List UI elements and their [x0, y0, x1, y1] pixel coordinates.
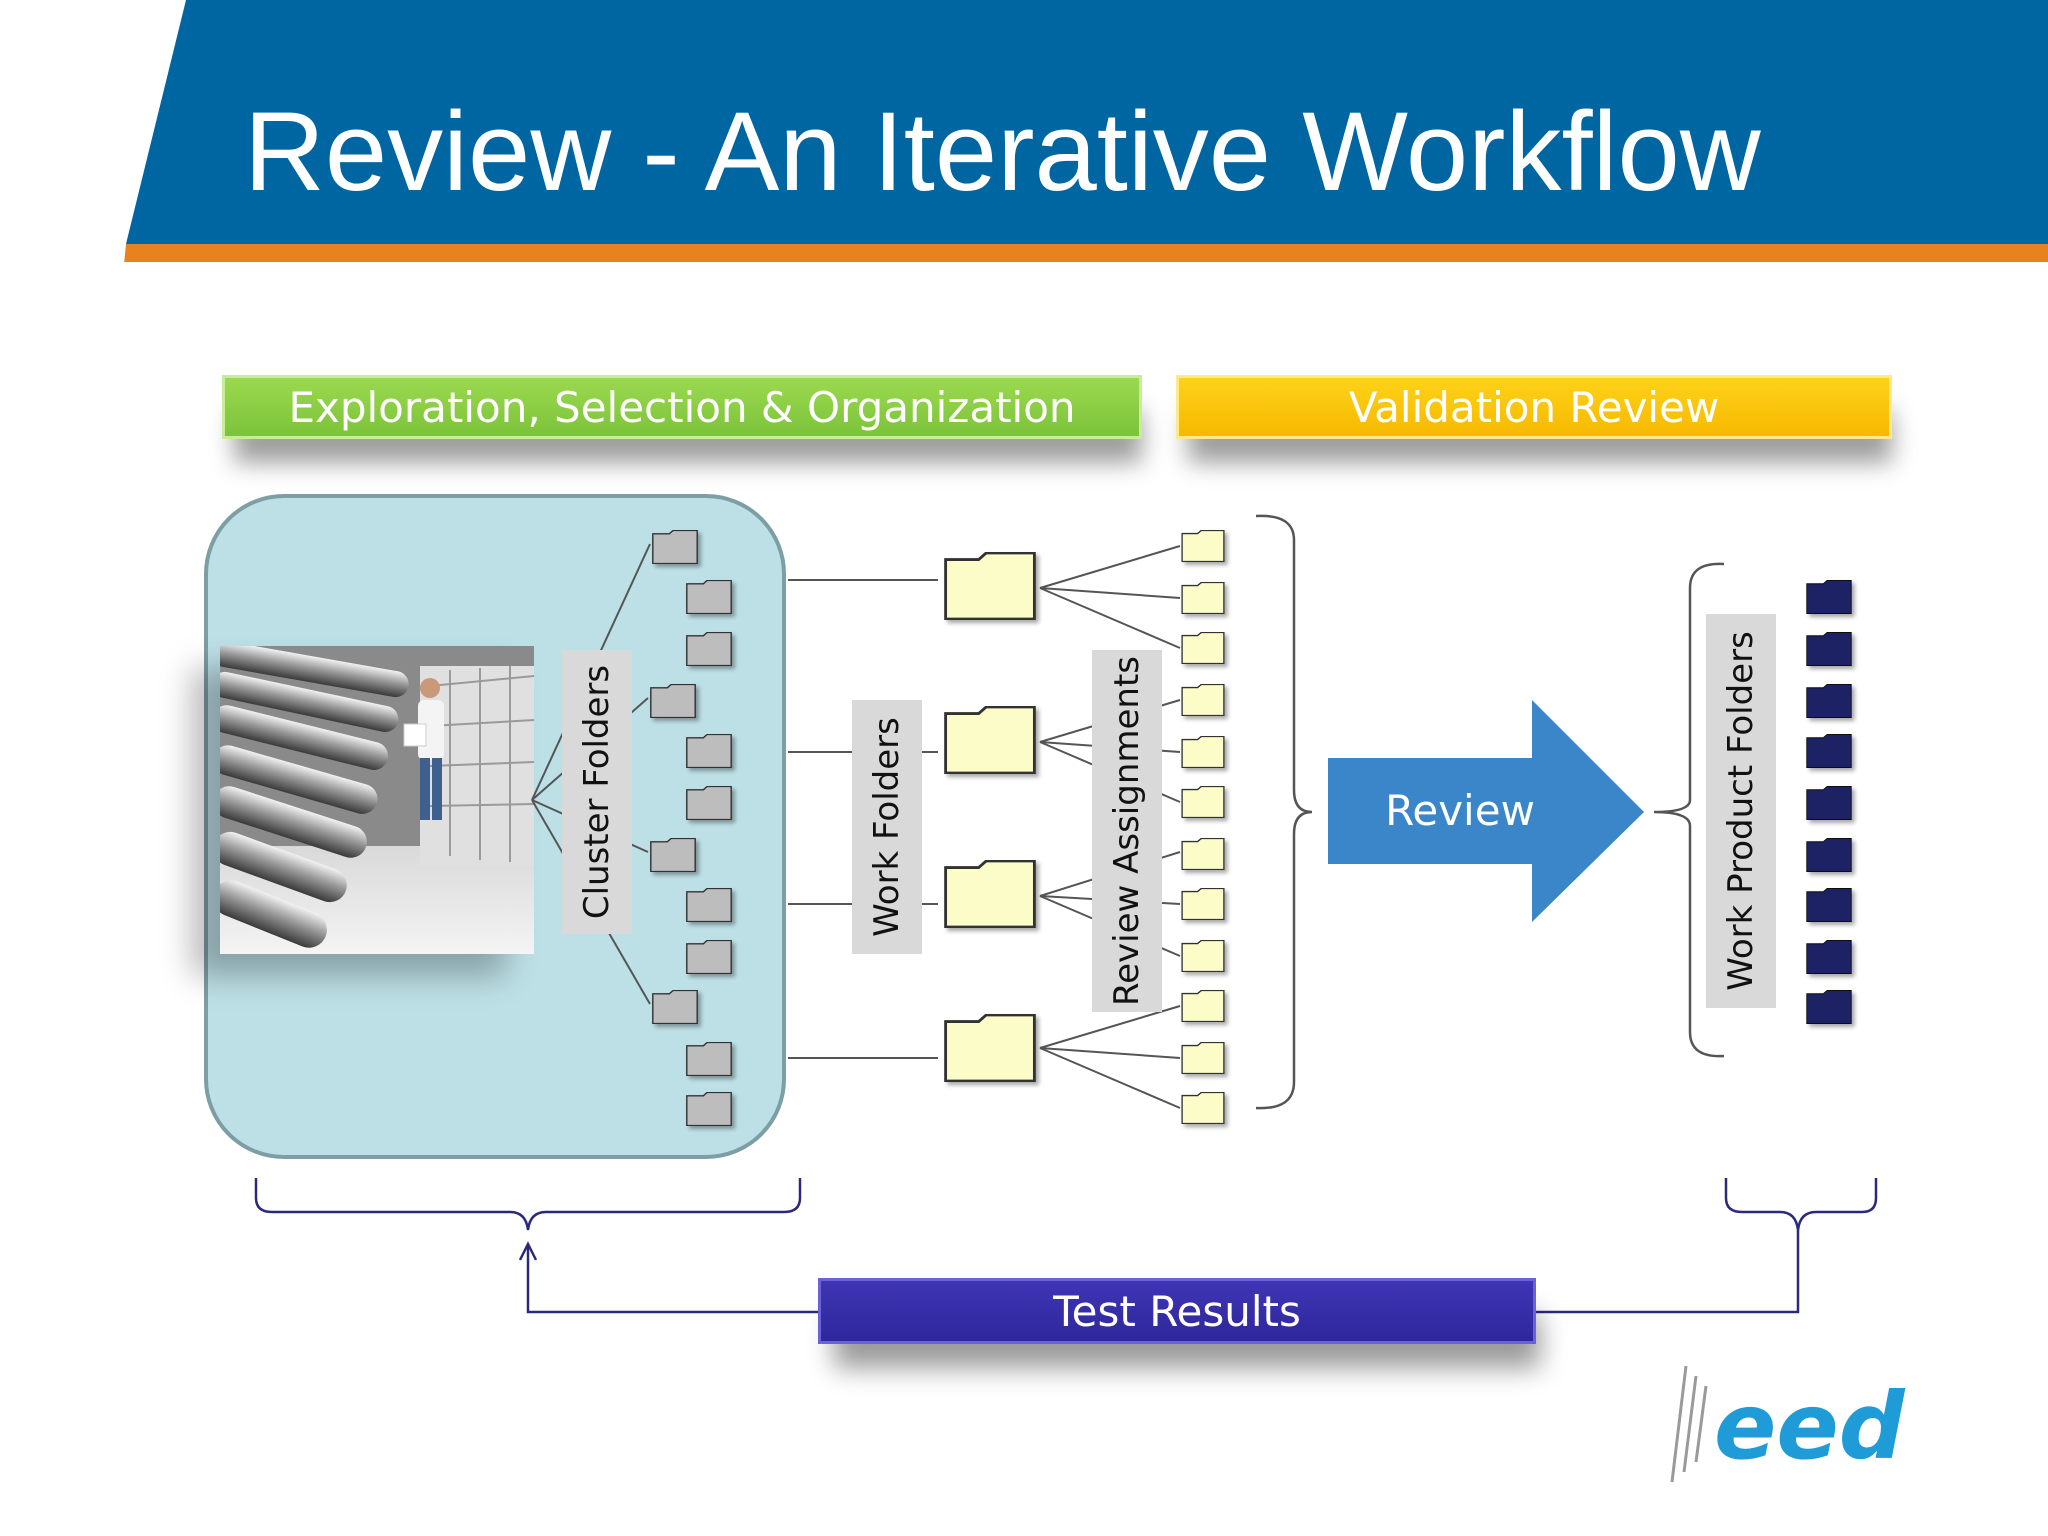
eed-logo-text: eed — [1714, 1373, 1906, 1480]
phase-validation-bar: Validation Review — [1176, 375, 1892, 439]
title-banner — [124, 0, 2048, 262]
test-results-bar: Test Results — [818, 1278, 1536, 1344]
work-product-folders-label: Work Product Folders — [1706, 614, 1776, 1008]
review-arrow — [1328, 700, 1644, 922]
work-folders-label: Work Folders — [852, 700, 922, 954]
slide-title: Review - An Iterative Workflow — [244, 89, 1761, 214]
review-assignment-folders — [1181, 530, 1225, 1124]
review-arrow-label: Review — [1385, 786, 1535, 835]
archive-storage-photo — [220, 646, 534, 954]
work-folders — [944, 552, 1036, 1082]
phase-exploration-bar: Exploration, Selection & Organization — [222, 375, 1142, 439]
review-assignments-label: Review Assignments — [1092, 650, 1162, 1012]
feedback-loop — [254, 1178, 1878, 1314]
work-product-folders — [1806, 580, 1852, 1024]
eed-logo: eed — [1670, 1365, 1906, 1483]
cluster-folders — [650, 530, 732, 1126]
cluster-folders-label: Cluster Folders — [562, 650, 632, 934]
product-bracket — [1653, 562, 1725, 1058]
assignments-bracket — [1255, 514, 1313, 1110]
